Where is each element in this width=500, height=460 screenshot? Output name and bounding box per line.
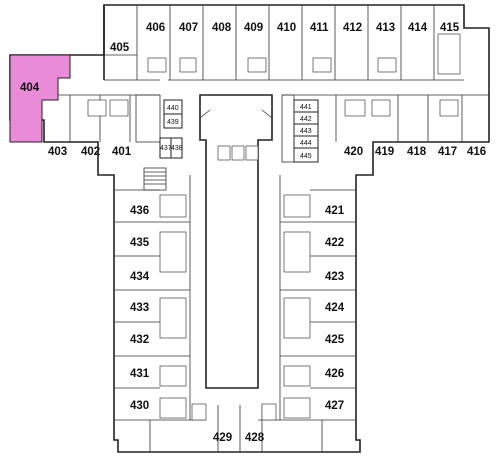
room-440-label[interactable]: 440 [167,105,179,112]
core-west [159,99,183,159]
room-422-label[interactable]: 422 [325,237,344,249]
stairs-west [143,167,167,191]
room-416-label[interactable]: 416 [467,146,486,158]
room-437-label[interactable]: 437 [160,145,172,152]
room-427-label[interactable]: 427 [325,400,344,412]
room-406-label[interactable]: 406 [146,22,165,34]
room-430-label[interactable]: 430 [130,400,149,412]
room-441-label[interactable]: 441 [300,104,312,111]
room-405-label[interactable]: 405 [110,42,130,54]
room-408-label[interactable]: 408 [212,22,232,34]
bottom-rooms [149,403,323,452]
room-407-label[interactable]: 407 [179,22,198,34]
room-414-label[interactable]: 414 [408,22,428,34]
room-410-label[interactable]: 410 [277,22,296,34]
room-436-label[interactable]: 436 [130,205,149,217]
room-426-label[interactable]: 426 [325,368,344,380]
room-432-label[interactable]: 432 [130,334,149,346]
central-hall [199,94,273,389]
room-443-label[interactable]: 443 [300,128,312,135]
room-429-label[interactable]: 429 [213,432,232,444]
room-413-label[interactable]: 413 [376,22,395,34]
room-labels: 404 405 406 407 408 409 410 411 412 413 … [20,22,486,444]
room-404-highlight[interactable] [9,54,71,143]
room-439-label[interactable]: 439 [167,119,179,126]
room-435-label[interactable]: 435 [130,237,150,249]
east-column-rooms [258,175,356,421]
room-420-label[interactable]: 420 [344,146,363,158]
west-wing-rooms [69,94,161,143]
top-row-rooms [104,5,435,80]
room-438-label[interactable]: 438 [171,145,183,152]
east-wing-rooms [335,95,463,142]
room-411-label[interactable]: 411 [310,22,329,34]
room-425-label[interactable]: 425 [325,334,345,346]
room-401-label[interactable]: 401 [112,146,132,158]
top-row-bathrooms [147,33,461,75]
core-east [281,94,319,163]
room-444-label[interactable]: 444 [300,140,312,147]
room-419-label[interactable]: 419 [375,146,394,158]
room-404-label[interactable]: 404 [20,82,40,94]
room-428-label[interactable]: 428 [245,432,265,444]
room-415-label[interactable]: 415 [440,22,460,34]
room-412-label[interactable]: 412 [343,22,362,34]
room-431-label[interactable]: 431 [130,368,150,380]
room-433-label[interactable]: 433 [130,302,149,314]
room-417-label[interactable]: 417 [438,146,457,158]
room-434-label[interactable]: 434 [130,271,150,283]
room-442-label[interactable]: 442 [300,116,312,123]
room-409-label[interactable]: 409 [244,22,263,34]
room-418-label[interactable]: 418 [407,146,427,158]
room-403-label[interactable]: 403 [48,146,67,158]
room-445-label[interactable]: 445 [300,153,312,160]
west-column-rooms [114,175,206,421]
room-423-label[interactable]: 423 [325,271,344,283]
room-421-label[interactable]: 421 [325,205,345,217]
room-402-label[interactable]: 402 [81,146,100,158]
room-424-label[interactable]: 424 [325,302,345,314]
